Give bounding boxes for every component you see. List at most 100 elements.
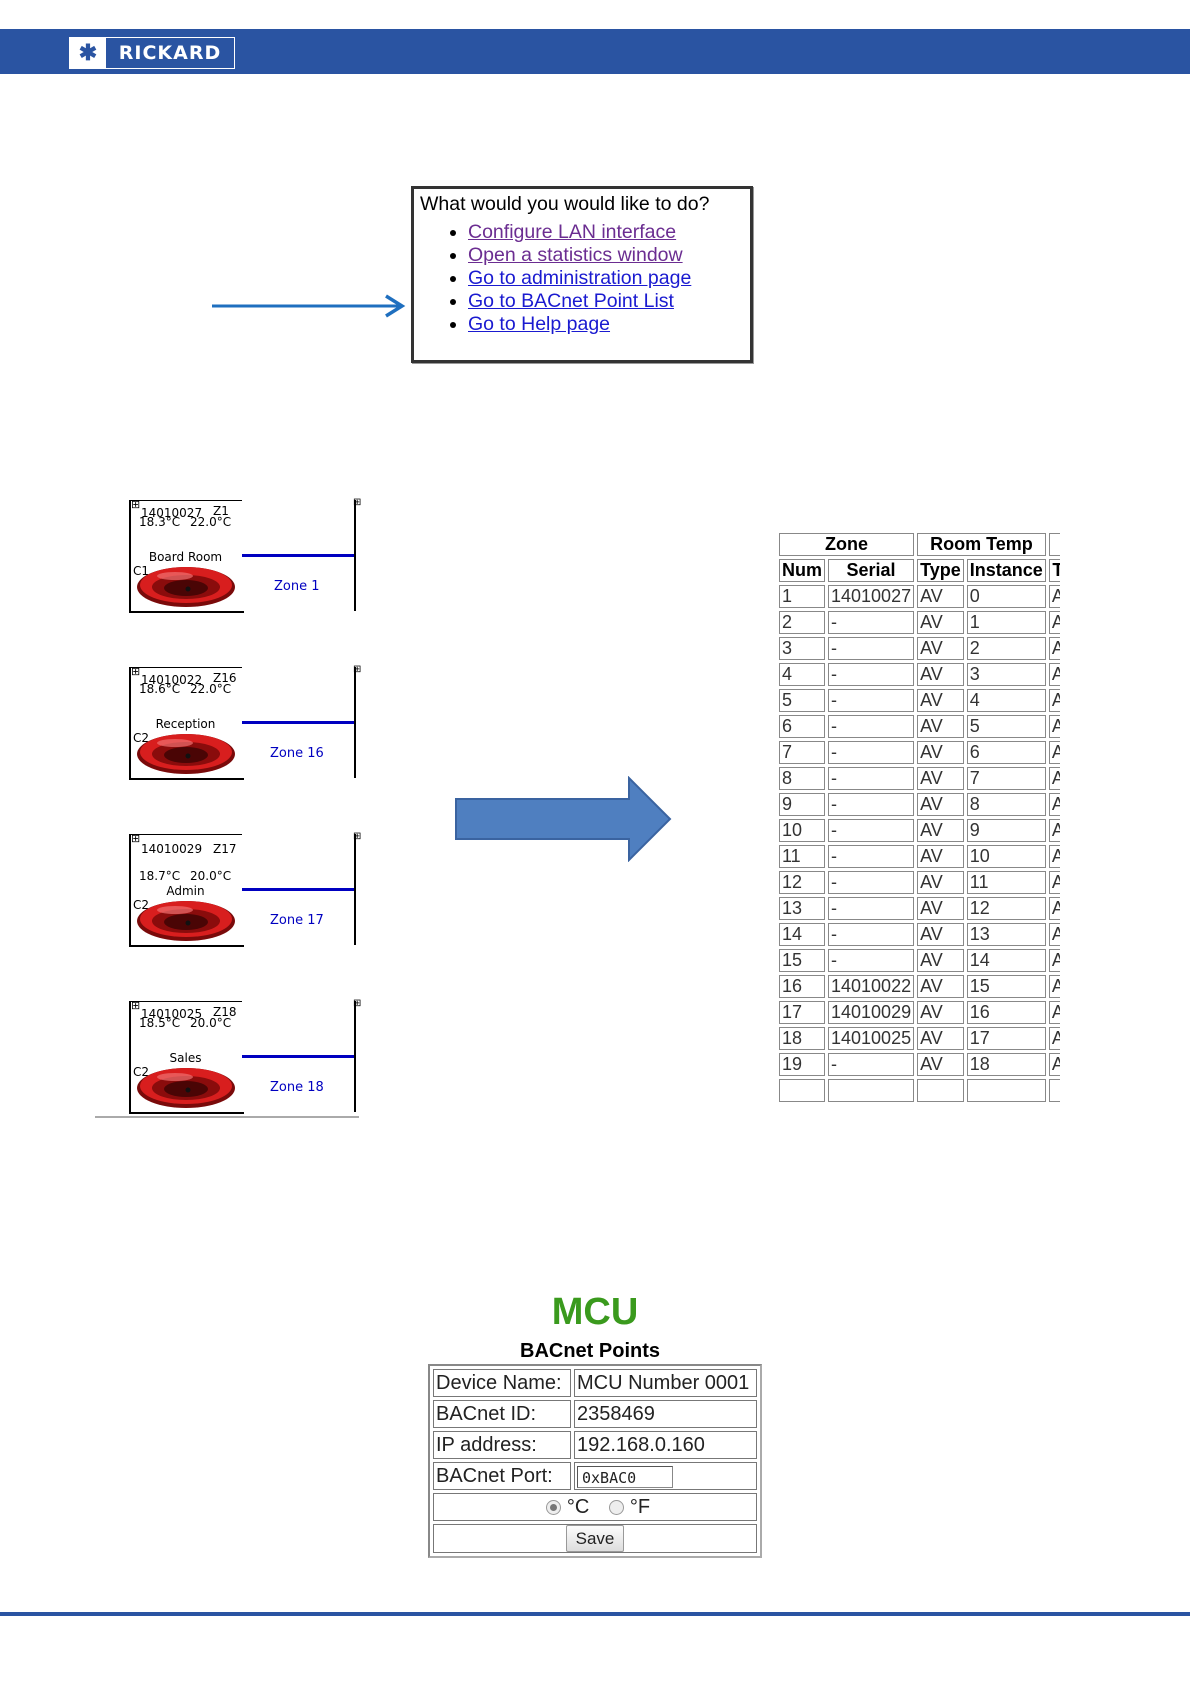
setpoint-temperature: 20.0°C	[190, 869, 232, 883]
controller-code: C2	[133, 898, 150, 912]
table-cell: AV	[917, 611, 964, 634]
thermostat-dial-icon[interactable]	[135, 898, 237, 942]
table-cell: AV	[917, 871, 964, 894]
table-cell: A	[1048, 1053, 1060, 1076]
table-row: BACnet ID: 2358469	[433, 1400, 757, 1428]
grid-icon: ⊞	[131, 833, 141, 845]
table-cell: AV	[917, 585, 964, 608]
sensor-serial: 14010022	[141, 673, 203, 687]
celsius-radio[interactable]	[545, 1500, 561, 1516]
table-cell: A	[1048, 923, 1060, 946]
table-cell: 17	[779, 1001, 825, 1024]
arrow-right-icon	[212, 294, 406, 318]
table-cell: 11	[779, 845, 825, 868]
setpoint-temperature: 22.0°C	[190, 682, 232, 696]
bacnet-point-list: Zone Room Temp Num Serial Type Instance …	[776, 530, 1060, 1120]
menu-item: Go to administration page	[468, 267, 691, 290]
bacnet-port-label: BACnet Port:	[433, 1462, 571, 1490]
bacnet-port-input[interactable]: 0xBAC0	[577, 1465, 673, 1488]
save-button[interactable]: Save	[566, 1525, 624, 1552]
setpoint-temperature: 20.0°C	[190, 1016, 232, 1030]
fan-icon: ✱	[70, 38, 106, 68]
table-cell: 3	[779, 637, 825, 660]
controller-code: C2	[133, 1065, 150, 1079]
help-page-link[interactable]: Go to Help page	[468, 313, 611, 335]
bacnet-id-label: BACnet ID:	[433, 1400, 571, 1428]
zone-link-line	[242, 554, 354, 557]
configure-lan-link[interactable]: Configure LAN interface	[468, 221, 677, 243]
table-cell: A	[1048, 897, 1060, 920]
widget-divider	[354, 500, 356, 611]
table-cell: 5	[966, 715, 1046, 738]
zone-label: Zone 17	[270, 913, 324, 928]
table-cell: AV	[917, 767, 964, 790]
grid-icon: ⊞	[131, 1000, 141, 1012]
table-cell: 10	[779, 819, 825, 842]
col-header: Serial	[828, 559, 915, 582]
table-cell: 14010025	[828, 1027, 915, 1050]
table-cell: AV	[917, 663, 964, 686]
menu-question: What would you would like to do?	[420, 193, 710, 215]
table-cell: -	[828, 897, 915, 920]
widget-border	[129, 1001, 242, 1002]
table-cell: 2	[779, 611, 825, 634]
table-cell: 13	[966, 923, 1046, 946]
controller-code: C2	[133, 731, 150, 745]
table-cell: 4	[779, 663, 825, 686]
table-row: °C °F	[433, 1493, 757, 1521]
bacnet-point-list-link[interactable]: Go to BACnet Point List	[468, 290, 674, 312]
fahrenheit-radio[interactable]	[608, 1500, 624, 1516]
table-cell: 1	[966, 611, 1046, 634]
table-cell: AV	[917, 1001, 964, 1024]
table-cell: AV	[917, 975, 964, 998]
room-temperature: 18.5°C	[139, 1016, 181, 1030]
table-cell: 19	[779, 1053, 825, 1076]
room-name: Admin	[166, 884, 205, 898]
grid-icon: ⊞	[353, 497, 362, 508]
table-cell: A	[1048, 949, 1060, 972]
zone-label: Zone 18	[270, 1080, 324, 1095]
room-name: Board Room	[148, 550, 223, 564]
widget-divider	[354, 667, 356, 778]
table-cell: -	[828, 1053, 915, 1076]
table-row: Device Name: MCU Number 0001	[433, 1369, 757, 1397]
table-cell: AV	[917, 715, 964, 738]
zone-link-line	[242, 888, 354, 891]
col-header: Type	[917, 559, 964, 582]
table-cell: A	[1048, 637, 1060, 660]
thermostat-dial-icon[interactable]	[135, 564, 237, 608]
statistics-window-link[interactable]: Open a statistics window	[468, 244, 683, 266]
grid-icon: ⊞	[131, 499, 141, 511]
thermostat-dial-icon[interactable]	[135, 731, 237, 775]
table-cell: A	[1048, 611, 1060, 634]
menu-item: Configure LAN interface	[468, 221, 691, 244]
table-cell: AV	[917, 923, 964, 946]
table-row: BACnet Port: 0xBAC0	[433, 1462, 757, 1490]
sensor-serial: 14010027	[141, 506, 203, 520]
administration-page-link[interactable]: Go to administration page	[468, 267, 692, 289]
table-cell: 16	[779, 975, 825, 998]
thermostat-dial-icon[interactable]	[135, 1065, 237, 1109]
table-cell: AV	[917, 845, 964, 868]
widget-frame	[129, 500, 244, 613]
table-cell: -	[828, 871, 915, 894]
celsius-label: °C	[566, 1496, 590, 1518]
sensor-serial: 14010029	[141, 842, 203, 856]
controller-code: C1	[133, 564, 150, 578]
table-row: Save	[433, 1524, 757, 1553]
